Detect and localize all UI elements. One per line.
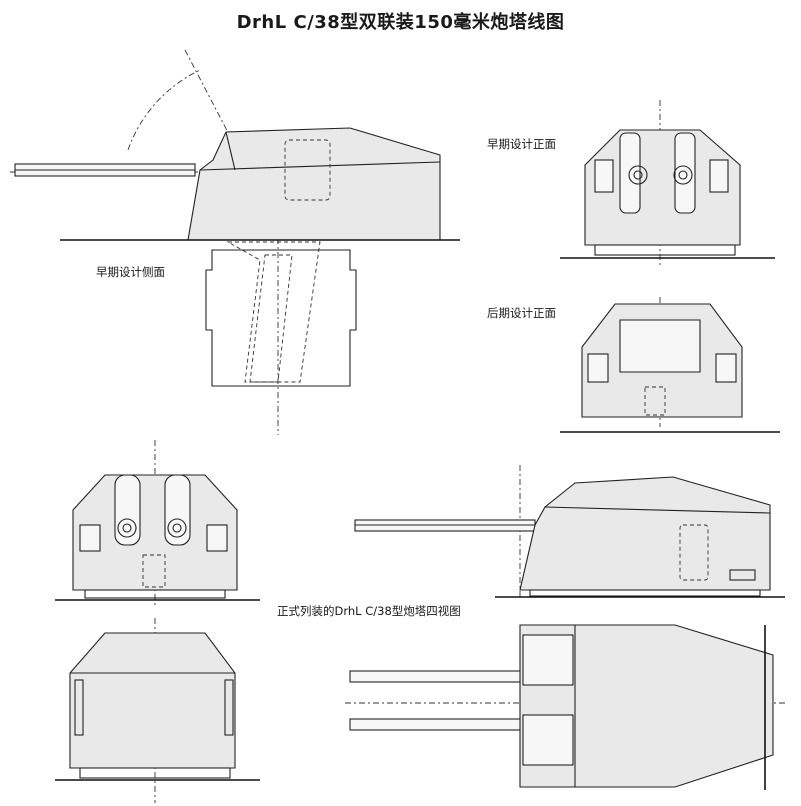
late-front-view-drawing bbox=[560, 297, 780, 433]
label-early-side: 早期设计侧面 bbox=[96, 265, 165, 279]
production-top-view-drawing bbox=[345, 624, 785, 790]
early-side-view-drawing bbox=[10, 49, 460, 435]
label-production-views: 正式列装的DrhL C/38型炮塔四视图 bbox=[277, 604, 461, 618]
production-front-view-drawing bbox=[55, 440, 260, 605]
label-early-front: 早期设计正面 bbox=[487, 137, 556, 151]
early-front-view-drawing bbox=[560, 100, 775, 265]
production-side-view-drawing bbox=[354, 465, 785, 600]
label-late-front: 后期设计正面 bbox=[487, 306, 556, 320]
page-title: DrhL C/38型双联装150毫米炮塔线图 bbox=[236, 12, 565, 33]
production-rear-view-drawing bbox=[55, 618, 260, 803]
